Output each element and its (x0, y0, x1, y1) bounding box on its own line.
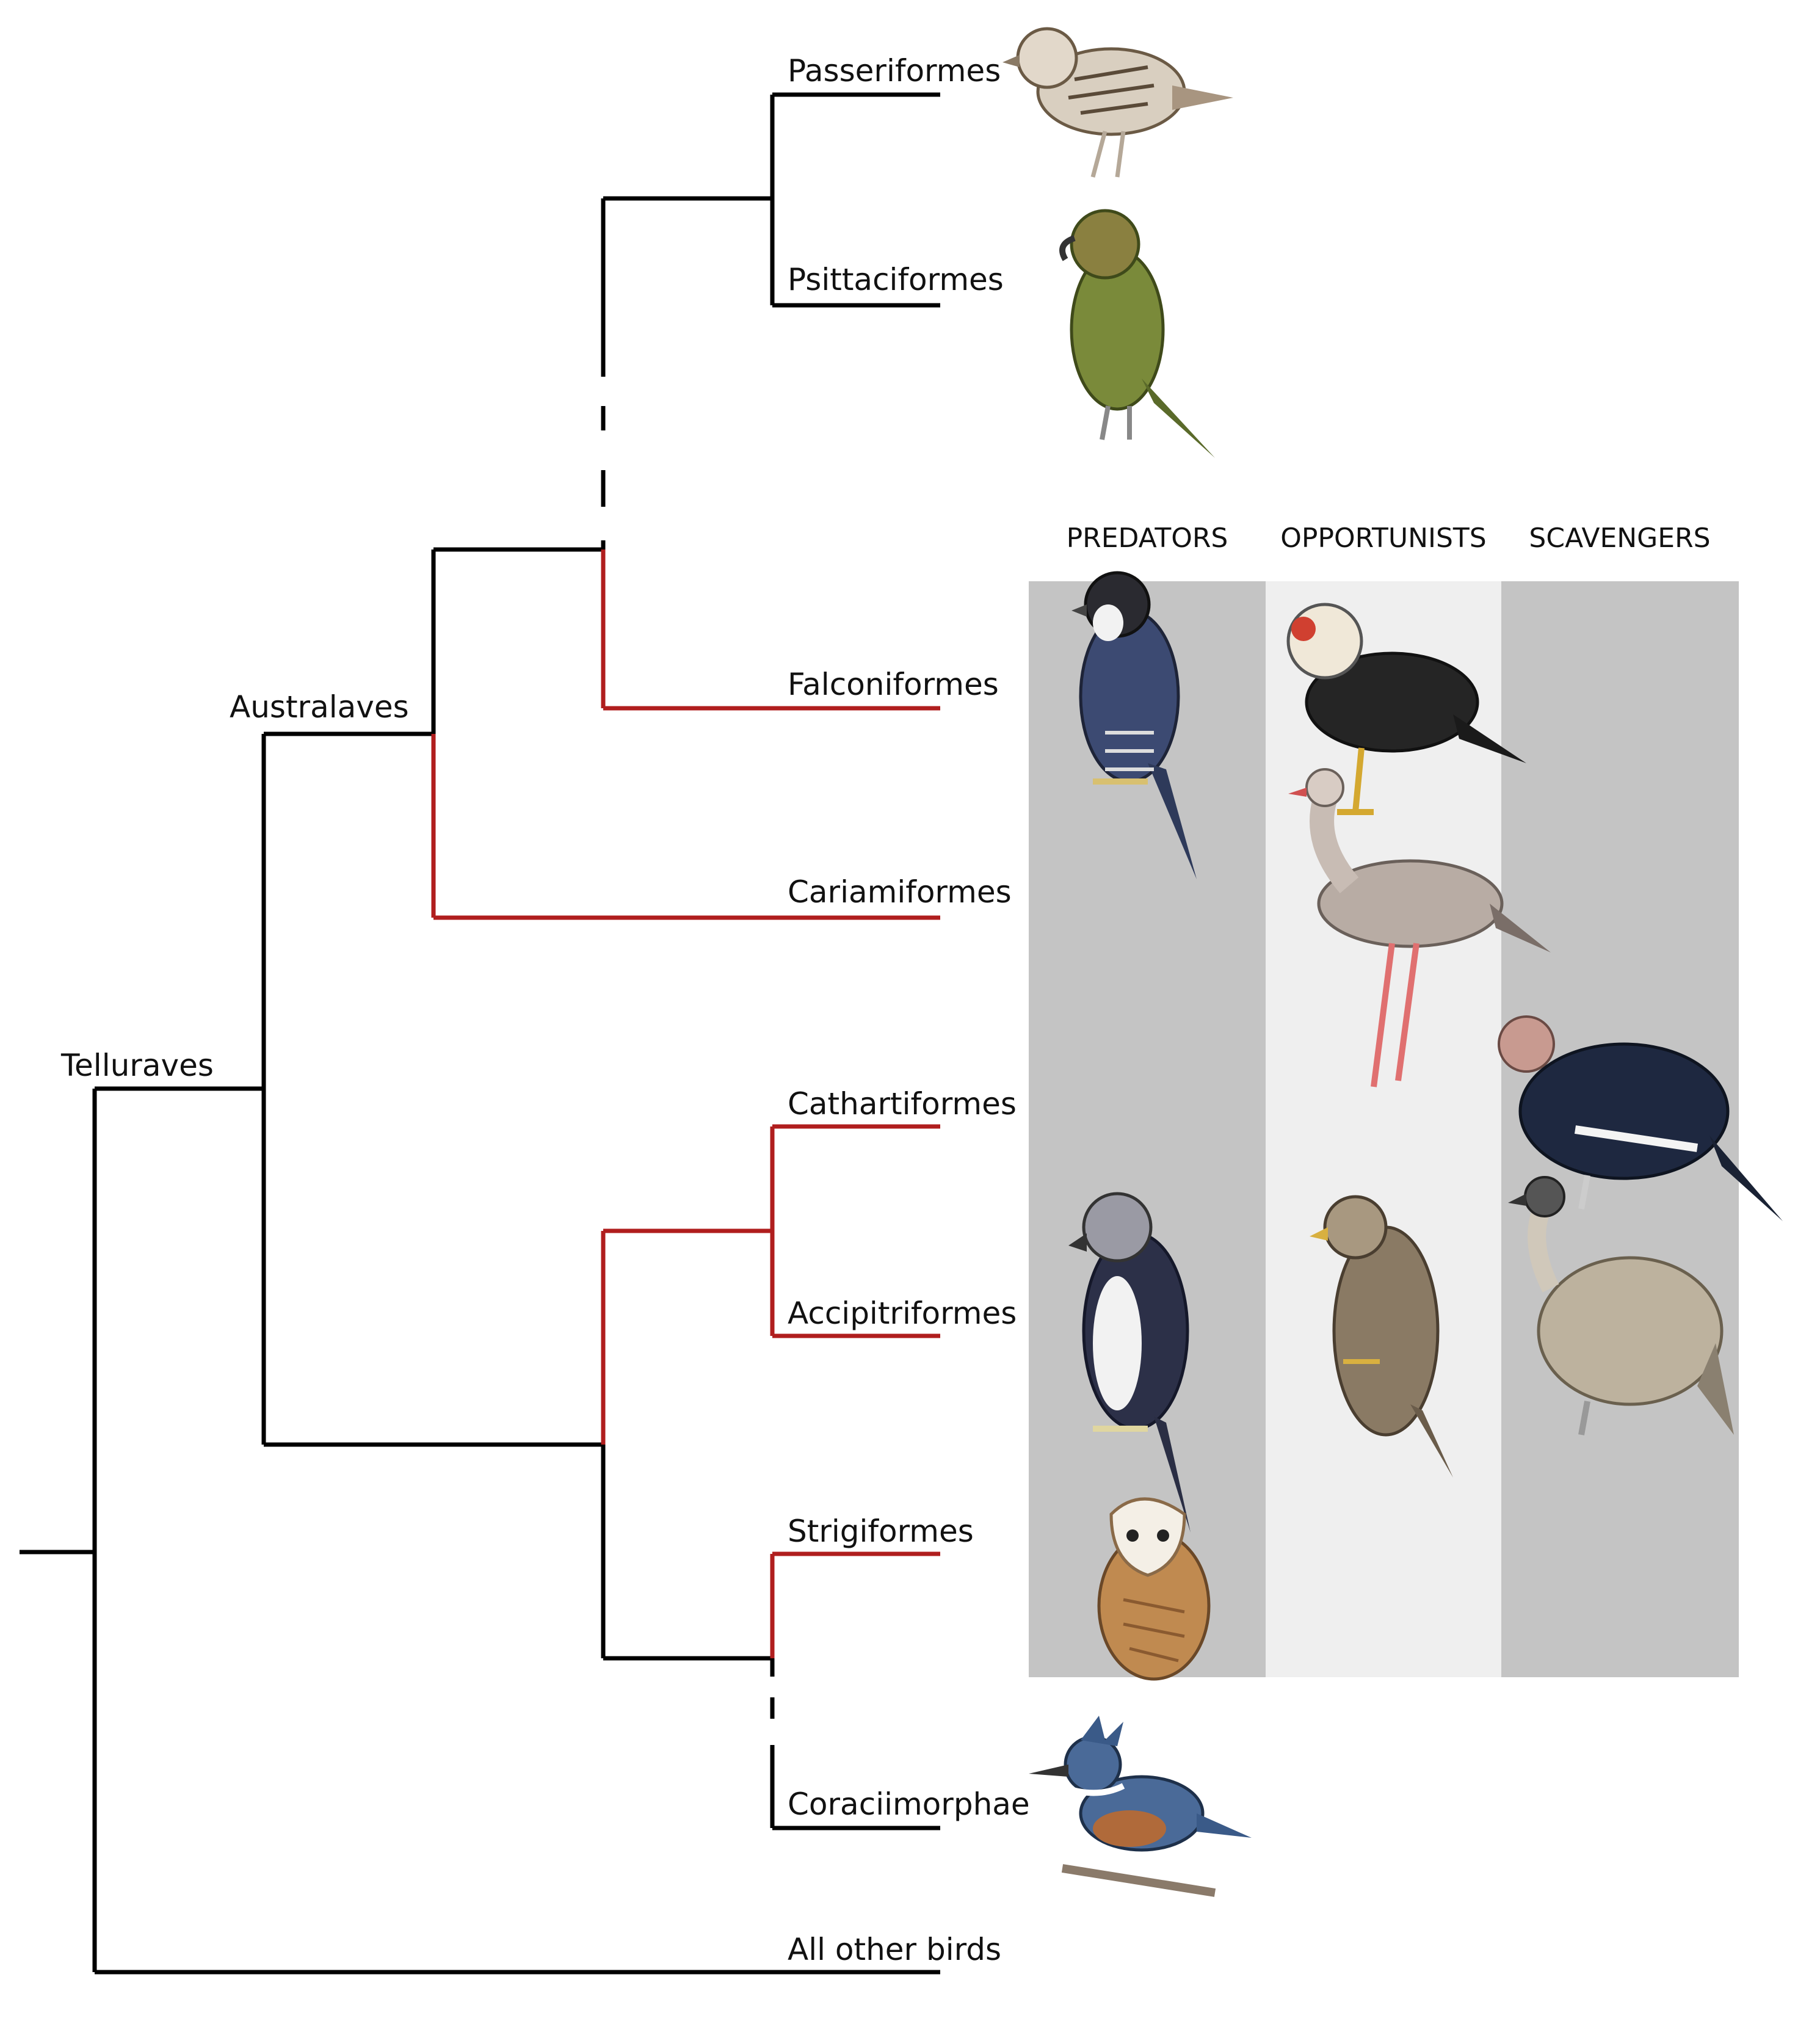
condor-icon (1498, 1015, 1783, 1221)
label-strigiformes: Strigiformes (788, 1514, 974, 1549)
label-australaves: Australaves (230, 689, 409, 725)
predators-header: PREDATORS (1067, 523, 1228, 554)
caracara-icon (1286, 603, 1526, 815)
label-falconiformes: Falconiformes (788, 667, 999, 702)
label-cariamiformes: Cariamiformes (788, 874, 1012, 910)
harpy-eagle-icon (1068, 1192, 1191, 1533)
falcon-icon (1071, 571, 1197, 879)
vulture-icon (1508, 1176, 1734, 1435)
label-telluraves: Telluraves (60, 1048, 214, 1083)
label-coraciimorphae: Coraciimorphae (788, 1787, 1030, 1822)
sparrow-icon (1002, 27, 1233, 178)
label-passeriformes: Passeriformes (788, 53, 1001, 89)
label-all-other-birds: All other birds (788, 1932, 1001, 1967)
label-cathartiformes: Cathartiformes (788, 1086, 1017, 1122)
label-accipitriformes: Accipitriformes (788, 1296, 1017, 1331)
scavengers-header: SCAVENGERS (1529, 523, 1710, 554)
kea-parrot-icon (1059, 209, 1215, 458)
barn-owl-icon (1097, 1497, 1211, 1681)
label-psittaciformes: Psittaciformes (788, 262, 1004, 297)
seriema-icon (1288, 768, 1551, 1087)
opportunists-column (1266, 581, 1501, 1677)
opportunists-header: OPPORTUNISTS (1280, 523, 1486, 554)
kingfisher-icon (1029, 1716, 1252, 1897)
kite-icon (1310, 1195, 1453, 1478)
